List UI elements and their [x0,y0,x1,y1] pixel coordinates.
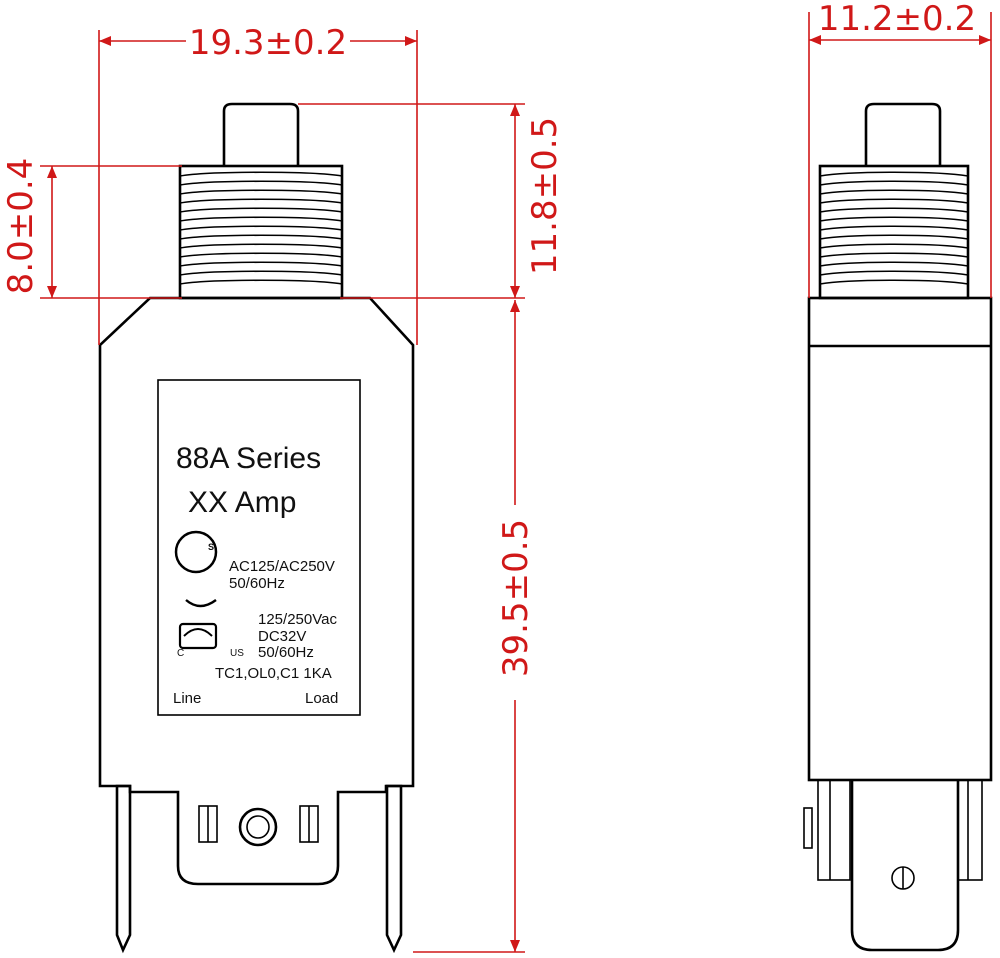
thread-line [179,234,343,240]
thread-line [179,243,343,249]
label-line: Line [173,690,201,707]
thread-line [179,252,343,258]
front-view: S 88A Series XX Amp AC125/AC250V 50/60Hz… [98,102,415,954]
side-mount-hole [891,866,915,890]
thread-line [179,207,343,213]
label-load: Load [305,690,338,707]
front-slot-left [198,805,218,843]
ce-mark-icon: S [174,530,218,574]
label-amp: XX Amp [188,486,296,519]
dim-thread-height: 8.0±0.4 [1,158,41,295]
front-terminal-right [385,784,403,954]
thread-line [179,270,343,276]
label-ul-volt: 125/250Vac [258,611,337,628]
dim-body-height: 39.5±0.5 [496,519,536,677]
label-codes: TC1,OL0,C1 1KA [215,665,332,682]
front-terminal-left [115,784,132,954]
label-series: 88A Series [176,442,321,475]
side-dimensions: 11.2±0.2 [808,0,992,298]
front-slot-right [299,805,319,843]
side-push-button [864,102,942,166]
dim-button-height: 11.8±0.5 [525,117,565,275]
thread-line [179,225,343,231]
thread-line [179,198,343,204]
thread-line [819,180,969,186]
thread-line [179,171,343,177]
thread-line [819,270,969,276]
thread-line [819,171,969,177]
side-view [803,102,993,952]
thread-line [819,216,969,222]
thread-line [819,234,969,240]
side-body [807,296,993,782]
front-label-plate [157,379,361,716]
ul-recognized-icon [178,599,218,650]
thread-line [819,225,969,231]
svg-text:S: S [208,542,214,552]
front-dimensions: 19.3±0.2 8.0±0.4 11.8±0.5 39.5±0.5 [1,23,565,953]
label-ul-freq: 50/60Hz [258,644,314,661]
thread-line [819,189,969,195]
thread-line [819,252,969,258]
thread-line [819,207,969,213]
thread-line [179,279,343,285]
thread-line [179,180,343,186]
side-threaded-bushing [818,164,970,300]
label-ac-freq: 50/60Hz [229,575,285,592]
dim-width-front: 19.3±0.2 [189,23,347,63]
label-us-mark: US [230,648,244,659]
front-threaded-bushing [178,164,344,300]
thread-line [819,279,969,285]
label-ul-dc: DC32V [258,628,306,645]
dim-width-side: 11.2±0.2 [818,0,976,39]
thread-line [179,216,343,222]
thread-line [819,198,969,204]
front-body [98,296,415,886]
thread-line [819,261,969,267]
front-center-hole [238,807,278,847]
label-c-mark: C [177,648,184,659]
side-terminals [803,779,983,952]
front-push-button [222,102,300,166]
thread-line [179,261,343,267]
thread-line [819,243,969,249]
label-ac-rating: AC125/AC250V [229,558,335,575]
thread-line [179,189,343,195]
